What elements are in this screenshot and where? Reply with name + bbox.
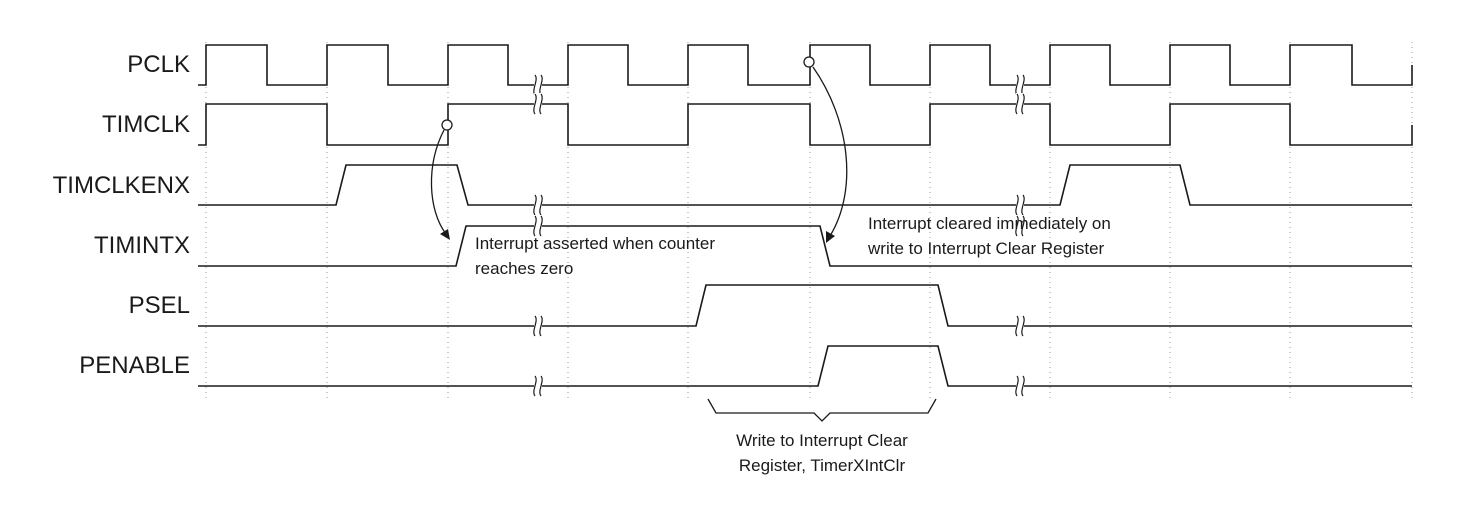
- break-marker-psel-1: [533, 315, 543, 337]
- break-marker-timclkenx-2: [1015, 194, 1025, 216]
- break-marker-timclk-1: [533, 93, 543, 115]
- note-asserted-line2: reaches zero: [475, 259, 573, 278]
- note-cleared-line1: Interrupt cleared immediately on: [868, 214, 1111, 233]
- break-marker-psel-2: [1015, 315, 1025, 337]
- write-transfer-brace: [707, 398, 937, 422]
- waveform-psel: [198, 284, 1412, 327]
- waveform-pclk: [198, 44, 1413, 86]
- note-write-line2: Register, TimerXIntClr: [739, 456, 906, 475]
- waveform-timclk: [198, 103, 1413, 146]
- break-marker-pclk-1: [533, 74, 543, 96]
- edge-marker-pclk: [803, 56, 815, 68]
- signal-label-pclk: PCLK: [127, 51, 190, 78]
- note-asserted-line1: Interrupt asserted when counter: [475, 234, 715, 253]
- signal-label-timclk: TIMCLK: [102, 111, 190, 138]
- note-write-line1: Write to Interrupt Clear: [736, 431, 908, 450]
- edge-marker-timclk: [441, 119, 453, 131]
- arrowhead-assert: [440, 229, 450, 240]
- waveform-penable: [198, 345, 1412, 387]
- arrow-assert-cause: [430, 129, 447, 235]
- break-marker-timclkenx-1: [533, 194, 543, 216]
- waveform-timclkenx: [198, 164, 1412, 206]
- signal-label-timclkenx: TIMCLKENX: [53, 172, 190, 199]
- arrow-clear-cause: [812, 66, 848, 237]
- break-marker-penable-2: [1015, 375, 1025, 397]
- signal-label-psel: PSEL: [129, 292, 190, 319]
- signal-label-timintx: TIMINTX: [94, 232, 190, 259]
- note-cleared-line2: write to Interrupt Clear Register: [867, 239, 1105, 258]
- break-marker-timintx-1: [533, 215, 543, 237]
- break-marker-penable-1: [533, 375, 543, 397]
- waveform-timintx: [198, 225, 1412, 267]
- break-marker-pclk-2: [1015, 74, 1025, 96]
- break-marker-timintx-2: [1015, 215, 1025, 237]
- time-break-markers: [533, 74, 1025, 397]
- break-marker-timclk-2: [1015, 93, 1025, 115]
- clock-edge-gridlines: [205, 42, 1413, 398]
- arrowhead-clear: [826, 231, 835, 243]
- signal-label-penable: PENABLE: [79, 352, 190, 379]
